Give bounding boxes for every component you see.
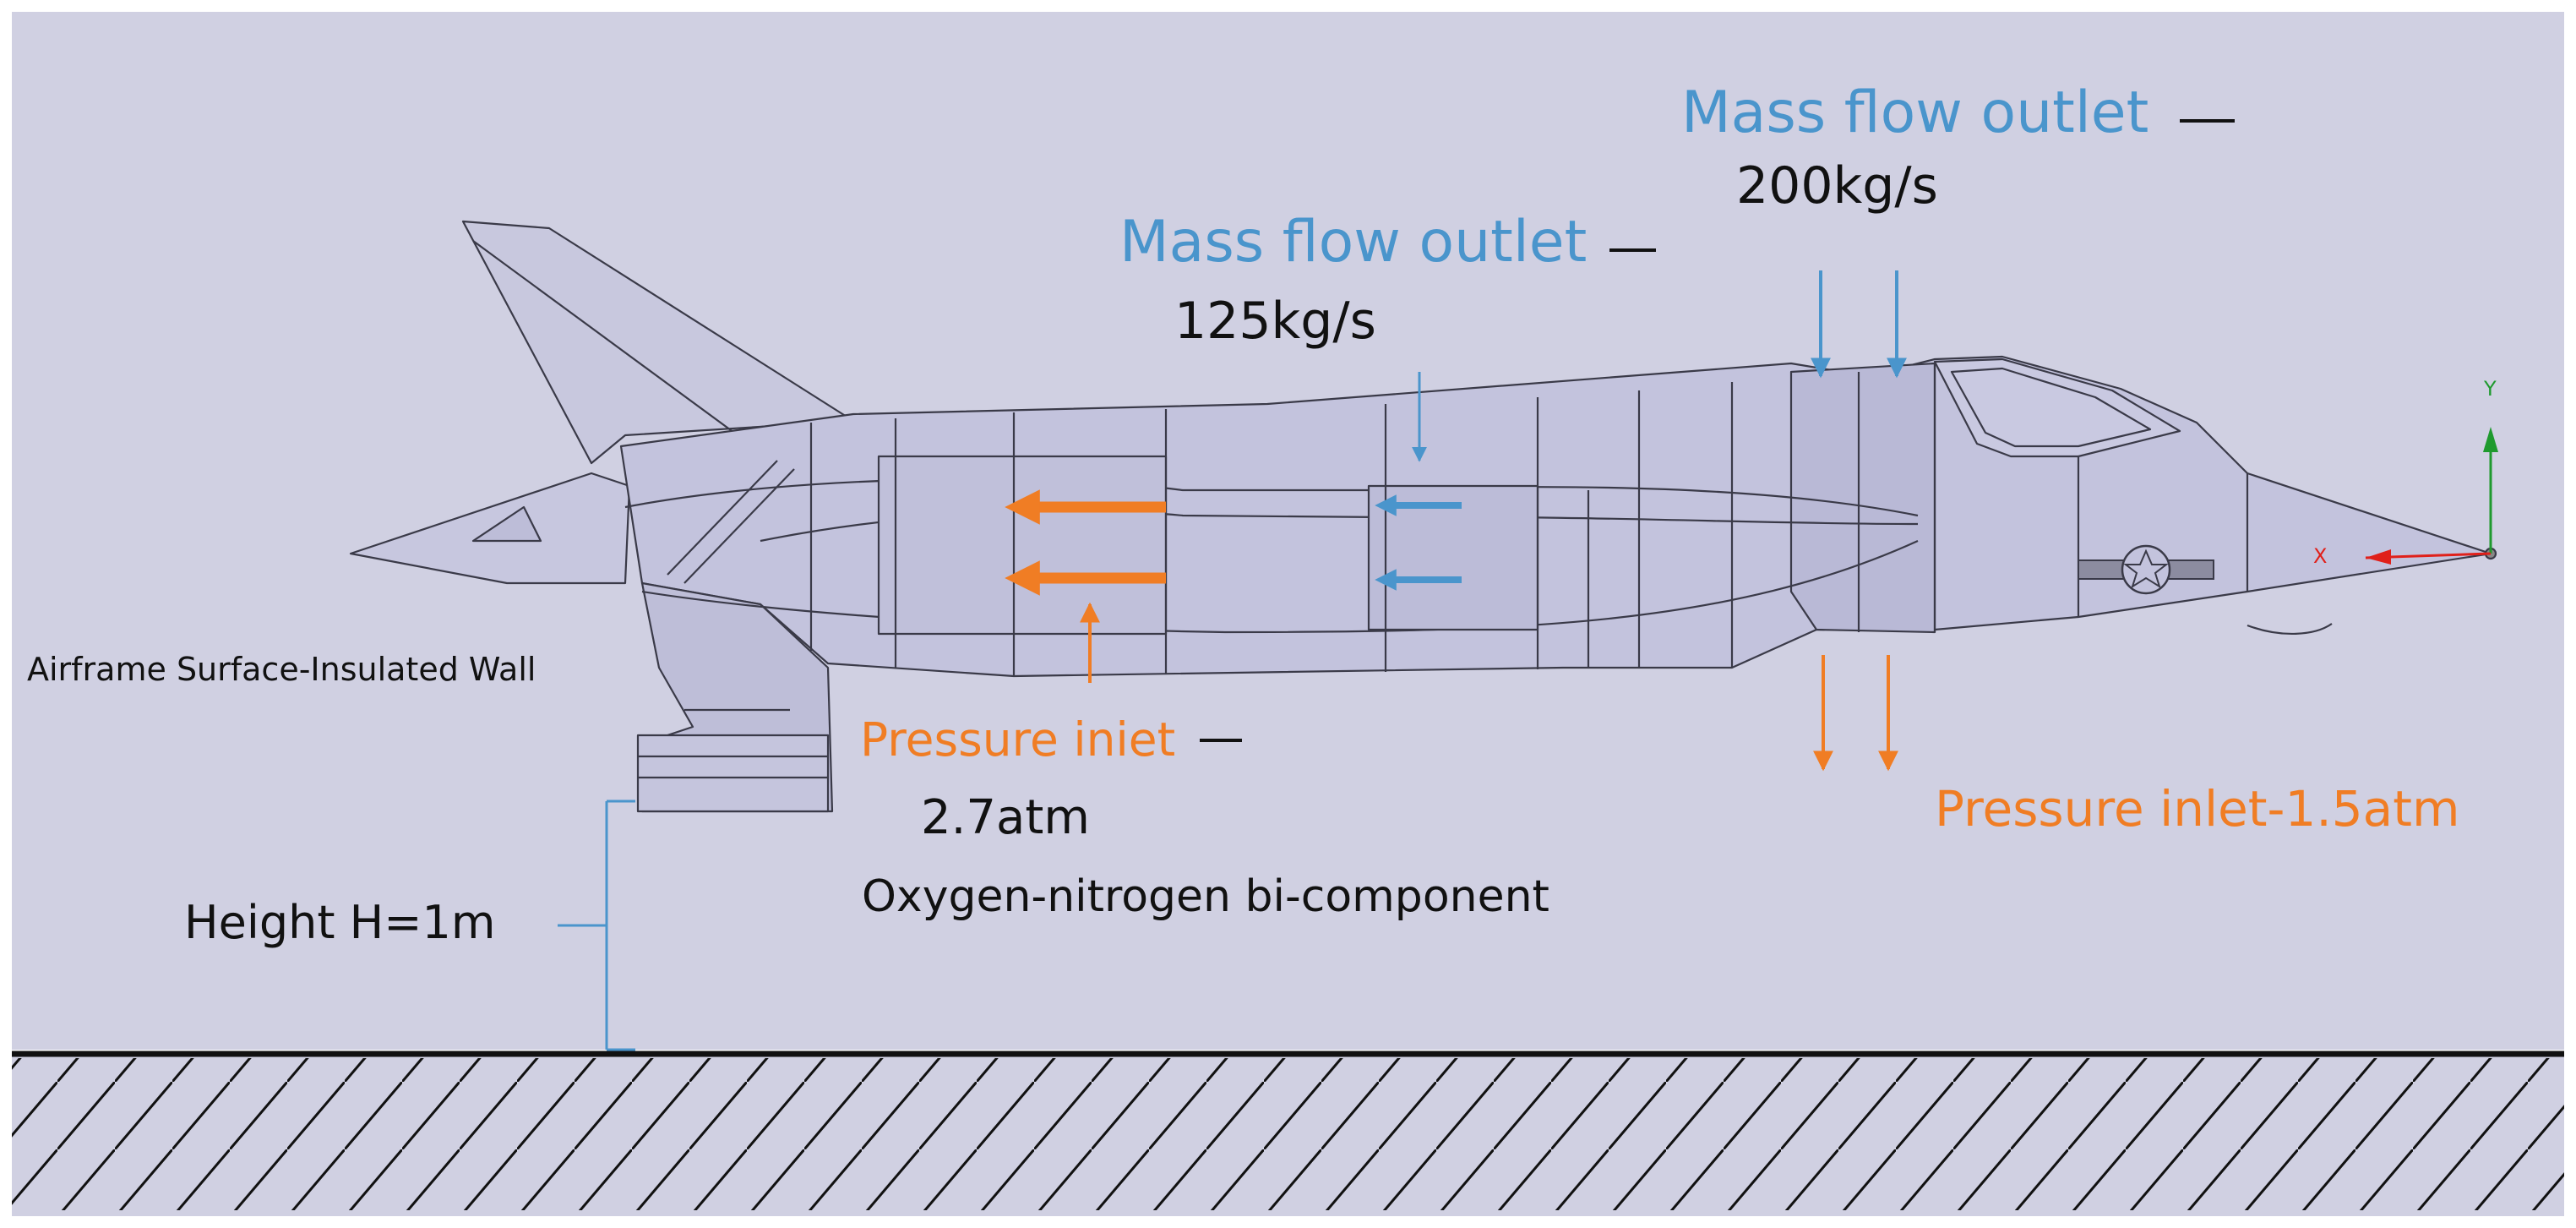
stabilizer-notch [471,505,542,543]
airframe [349,220,2497,813]
airframe-wall-label: Airframe Surface-Insulated Wall [27,651,536,688]
mass-flow-outlet-mid-label: Mass flow outlet [1119,209,1588,276]
strut [667,460,778,576]
height-bracket [558,800,635,1051]
mass-flow-outlet-top-label: Mass flow outlet [1681,79,2149,146]
canopy-inner [1950,367,2152,448]
axis-triad [2365,427,2498,565]
mass-flow-outlet-top-value: 200kg/s [1736,156,1938,216]
pressure-inlet-left-gas: Oxygen-nitrogen bi-component [862,871,1549,922]
left-duct-box [877,455,1168,636]
rear-stabilizer [349,472,631,585]
tail-fin [461,220,855,465]
ground-hatch [12,1058,2564,1210]
frame-lines [809,363,2249,676]
internal-duct [624,478,1919,517]
canopy [1933,357,2181,458]
tail-fin-edge [472,240,744,440]
nozzle-bottom [636,734,830,813]
axis-y-label: Y [2484,377,2497,401]
axis-x-label: X [2313,544,2328,568]
height-label: Height H=1m [184,896,496,949]
pressure-inlet-left-label: Pressure iniet [860,712,1176,767]
mid-duct-box [1367,484,1539,631]
star-roundel-icon [2078,544,2214,595]
pressure-inlet-right-label: Pressure inlet-1.5atm [1935,780,2460,838]
mass-flow-outlet-mid-value: 125kg/s [1174,292,1376,351]
pressure-inlet-left-value: 2.7atm [921,790,1090,845]
intake-duct [1789,362,1936,634]
